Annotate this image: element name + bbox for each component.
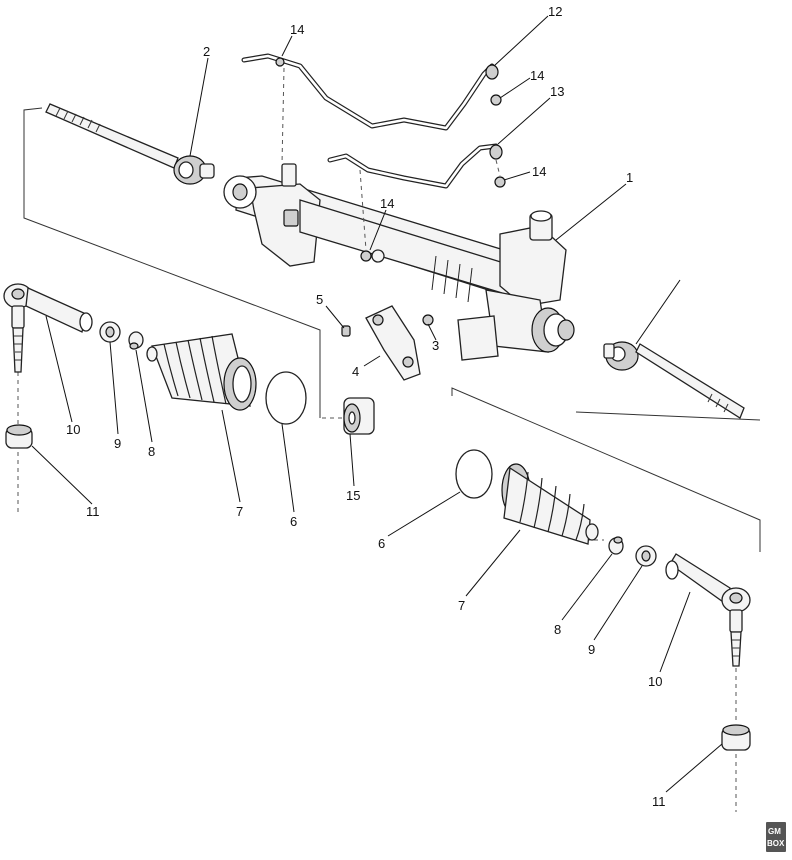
- steering-boot-left: [146, 333, 257, 411]
- callout-3: 3: [432, 338, 439, 353]
- logo-line-2: BOX: [767, 839, 785, 848]
- callout-5: 5: [316, 292, 323, 307]
- steering-boot-right: [501, 463, 599, 545]
- callout-14-center: 14: [380, 196, 394, 211]
- castle-nut-right: [721, 724, 751, 751]
- callout-11-right: 11: [652, 794, 666, 809]
- castle-nut-left: [5, 424, 33, 449]
- inner-tie-rod-right: [603, 341, 745, 419]
- gm-logo: GM BOX: [766, 822, 786, 852]
- bracket-bolt: [341, 325, 351, 337]
- callout-11-left: 11: [86, 504, 100, 519]
- callout-4: 4: [352, 364, 359, 379]
- callout-9-left: 9: [114, 436, 121, 451]
- upper-left-frame: [23, 107, 321, 418]
- leader-lines: [31, 15, 723, 793]
- callout-14-lower-right: 14: [532, 164, 546, 179]
- boot-clamp-small-right: [608, 536, 624, 555]
- mounting-bracket: [365, 305, 421, 381]
- inner-tie-rod-left: [45, 103, 215, 185]
- alignment-lines: [17, 67, 737, 812]
- outer-tie-rod-end-right: [665, 553, 751, 667]
- callout-8-left: 8: [148, 444, 155, 459]
- bracket-nut: [422, 314, 434, 326]
- fluid-pipe-lower: [327, 143, 503, 189]
- fluid-pipe-upper: [241, 53, 499, 131]
- boot-clamp-large-left: [265, 371, 307, 425]
- callout-7-right: 7: [458, 598, 465, 613]
- mounting-bushing: [343, 397, 375, 435]
- callout-9-right: 9: [588, 642, 595, 657]
- jam-nut-left: [99, 321, 121, 343]
- callout-6-left: 6: [290, 514, 297, 529]
- logo-line-1: GM: [768, 827, 781, 836]
- callout-10-right: 10: [648, 674, 662, 689]
- boot-clamp-small-left: [128, 331, 144, 350]
- outer-tie-rod-end-left: [3, 283, 93, 373]
- callout-labels: 1 2 3 4 5 6 6 7 7 8 8 9 9 10 10 11 11 12…: [66, 4, 666, 809]
- callout-14-top: 14: [290, 22, 304, 37]
- lower-right-frame: [451, 387, 761, 552]
- steering-gear-housing: [223, 163, 575, 361]
- callout-8-right: 8: [554, 622, 561, 637]
- callout-13: 13: [550, 84, 564, 99]
- callout-1: 1: [626, 170, 633, 185]
- boot-clamp-large-right: [455, 449, 493, 499]
- callout-14-upper-right: 14: [530, 68, 544, 83]
- callout-2: 2: [203, 44, 210, 59]
- jam-nut-right: [635, 545, 657, 567]
- callout-6-right: 6: [378, 536, 385, 551]
- callout-12: 12: [548, 4, 562, 19]
- callout-15: 15: [346, 488, 360, 503]
- callout-10-left: 10: [66, 422, 80, 437]
- o-ring-seals: [275, 57, 506, 263]
- callout-7-left: 7: [236, 504, 243, 519]
